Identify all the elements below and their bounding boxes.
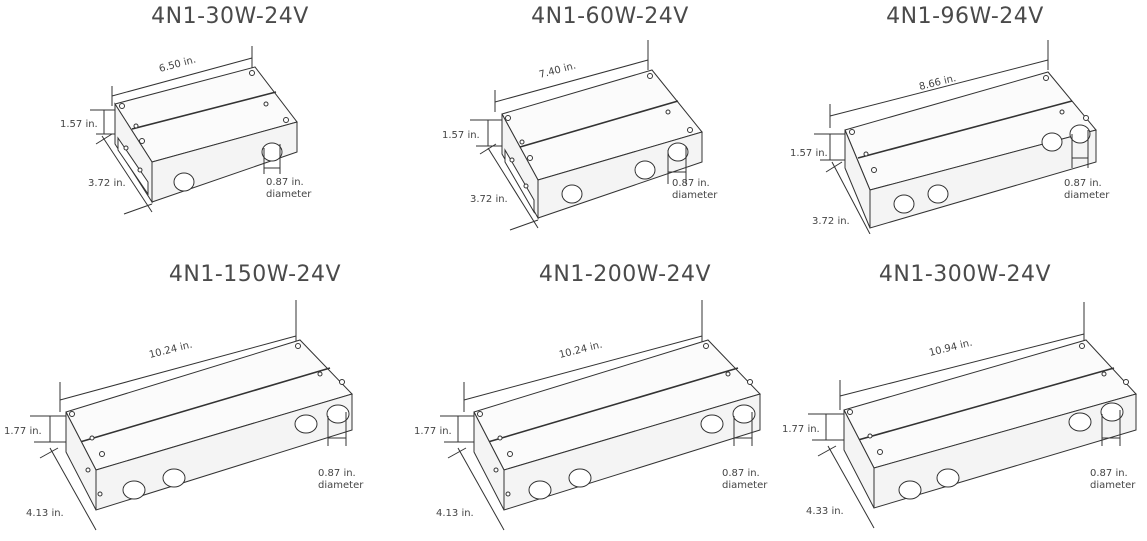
hole-size-label: 0.87 in. [672,178,710,189]
hole-diameter-label: diameter [672,190,718,201]
height-label: 1.57 in. [790,148,828,159]
length-label: 10.24 in. [148,340,193,361]
product-title-30w: 4N1-30W-24V [151,4,309,29]
hole-diameter-label: diameter [1064,190,1110,201]
width-label: 4.13 in. [436,508,474,519]
height-label: 1.77 in. [414,426,452,437]
height-label: 1.57 in. [442,130,480,141]
width-label: 4.33 in. [806,506,844,517]
height-label: 1.77 in. [4,426,42,437]
product-title-300w: 4N1-300W-24V [878,262,1052,287]
diagram-96w: 8.66 in. 0.87 in. diameter 1.57 in. 3.72… [790,40,1110,234]
width-label: 3.72 in. [812,216,850,227]
hole-size-label: 0.87 in. [722,468,760,479]
diagram-60w: 7.40 in. 0.87 in. diameter 1.57 in. 3.72… [442,40,718,231]
product-title-60w: 4N1-60W-24V [531,4,689,29]
height-label: 1.77 in. [782,424,820,435]
product-title-200w: 4N1-200W-24V [538,262,712,287]
diagram-300w: 10.94 in. 0.87 in. diameter 1.77 in. 4.3… [782,302,1137,529]
length-label: 7.40 in. [538,61,577,81]
hole-size-label: 0.87 in. [1090,468,1128,479]
width-label: 4.13 in. [26,508,64,519]
width-label: 3.72 in. [470,194,508,205]
length-label: 10.24 in. [558,340,603,361]
diagram-150w: 10.24 in. 0.87 in. diameter 1.77 in. 4.1… [4,300,364,531]
diagram-200w: 10.24 in. 0.87 in. diameter 1.77 in. 4.1… [414,300,768,531]
width-label: 3.72 in. [88,178,126,189]
hole-size-label: 0.87 in. [318,468,356,479]
product-title-96w: 4N1-96W-24V [886,4,1044,29]
hole-diameter-label: diameter [318,480,364,491]
length-label: 10.94 in. [928,338,973,359]
hole-diameter-label: diameter [266,189,312,200]
length-label: 6.50 in. [158,55,197,75]
hole-diameter-label: diameter [722,480,768,491]
height-label: 1.57 in. [60,119,98,130]
length-label: 8.66 in. [918,73,957,93]
hole-size-label: 0.87 in. [1064,178,1102,189]
product-title-150w: 4N1-150W-24V [168,262,342,287]
hole-diameter-label: diameter [1090,480,1136,491]
diagram-30w: 6.50 in. 0.87 in. diameter 1.57 in. [60,46,312,215]
hole-size-label: 0.87 in. [266,177,304,188]
